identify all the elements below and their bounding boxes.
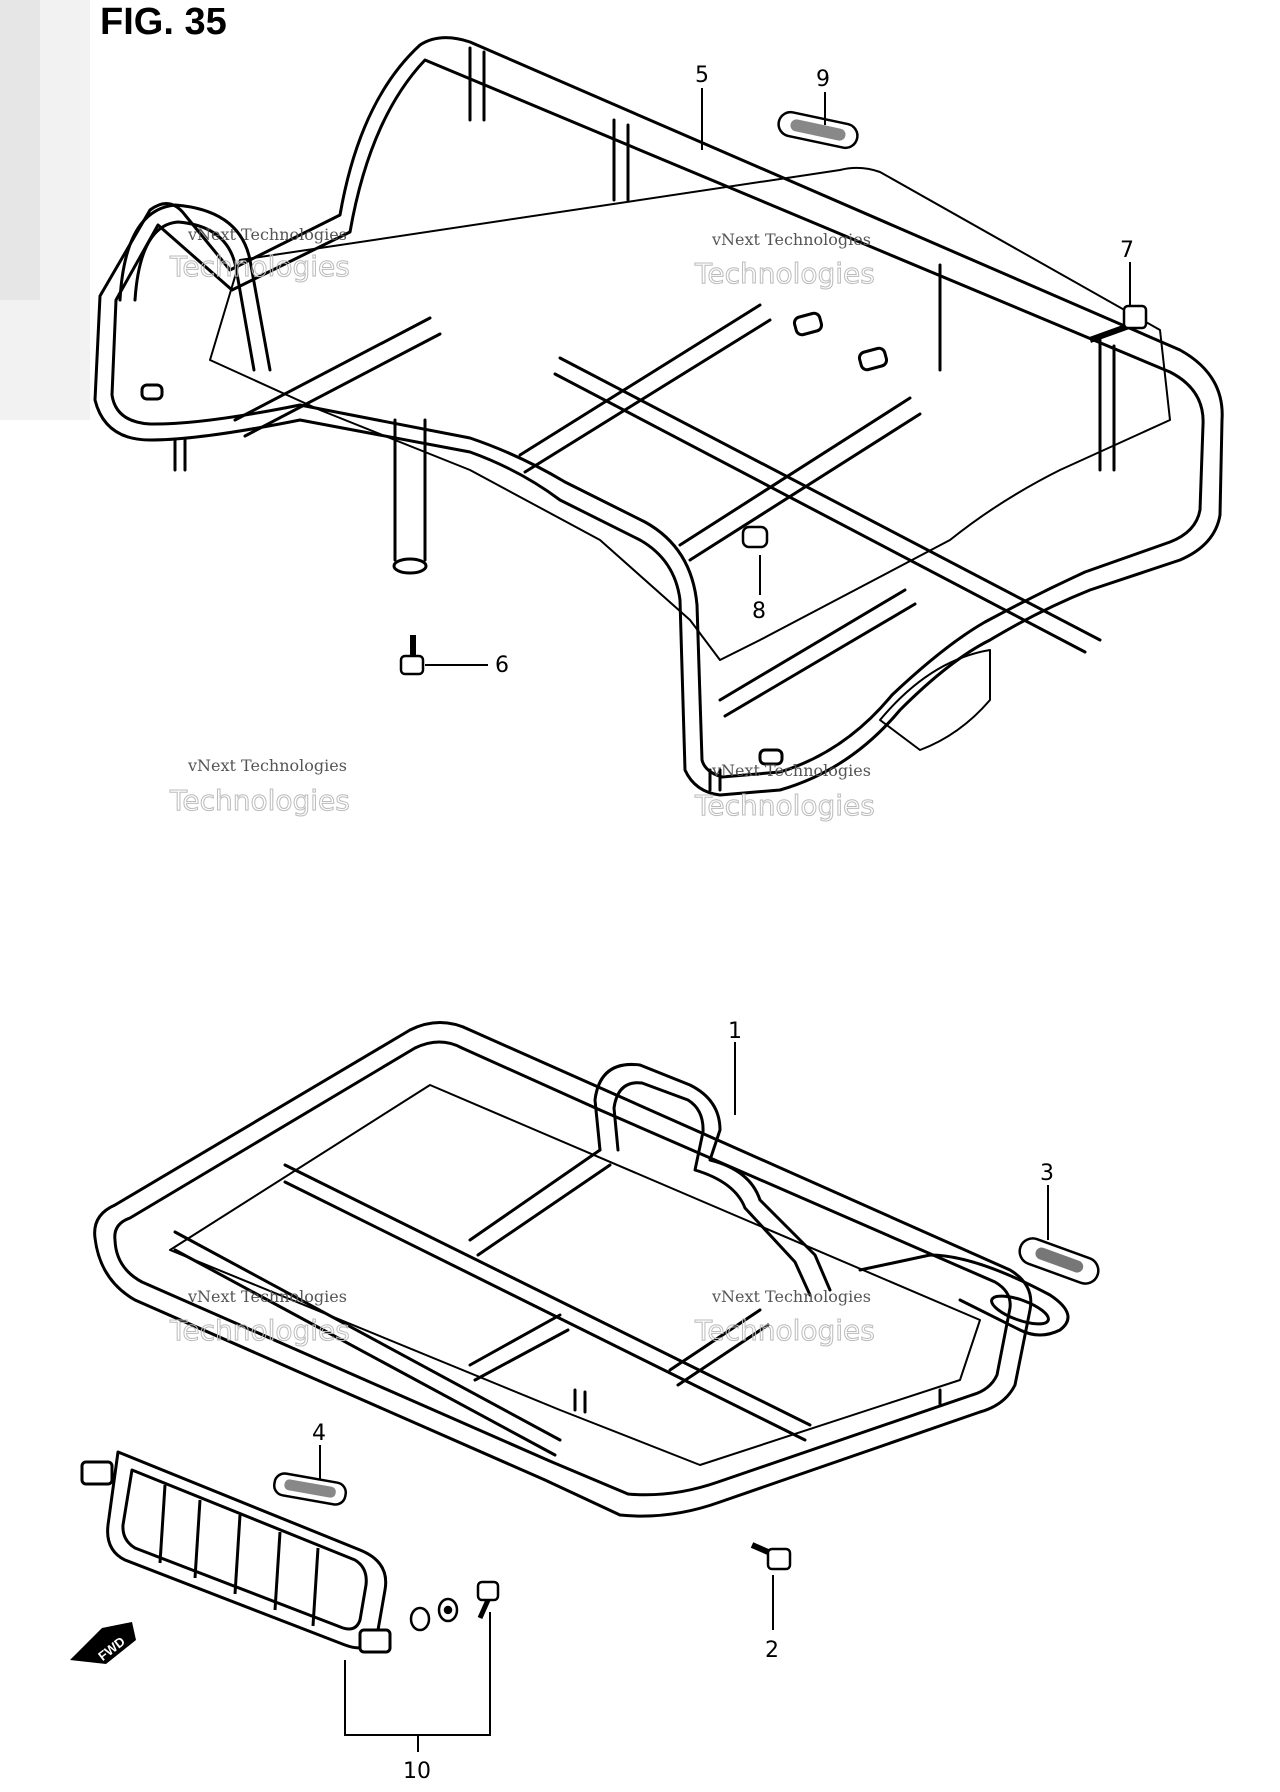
front-carrier-rack (93, 1021, 1070, 1518)
rear-carrier-rack (93, 36, 1224, 797)
bolt-part-6 (399, 635, 425, 676)
watermark-text: vNext Technologies (187, 1287, 347, 1306)
callout-5: 5 (695, 63, 709, 88)
watermark-text: vNext Technologies (711, 1287, 871, 1306)
callout-3: 3 (1040, 1161, 1054, 1186)
watermark-logo: Technologies (169, 1314, 350, 1347)
callout-7: 7 (1120, 238, 1134, 263)
scan-texture (0, 0, 90, 420)
watermark-text: vNext Technologies (711, 230, 871, 249)
callout-10: 10 (403, 1759, 431, 1784)
reflector-part-4 (272, 1472, 348, 1506)
watermark-text: vNext Technologies (711, 761, 871, 780)
callout-4: 4 (312, 1421, 326, 1446)
guard-grille-part-10 (80, 1450, 392, 1654)
callout-2: 2 (765, 1638, 779, 1663)
watermark-logo: Technologies (694, 1314, 875, 1347)
lower-leader-lines (319, 1042, 1049, 1752)
watermark-logo: Technologies (694, 789, 875, 822)
reflector-part-9 (777, 110, 859, 150)
callout-9: 9 (816, 67, 830, 92)
watermark-text: vNext Technologies (187, 756, 347, 775)
bolt-part-2 (750, 1542, 792, 1571)
bolt-part-7 (1088, 304, 1148, 343)
watermark-text: vNext Technologies (187, 225, 347, 244)
guard-fasteners (409, 1580, 500, 1632)
watermark-logo: Technologies (169, 250, 350, 283)
forward-direction-arrow: FWD (70, 1622, 136, 1664)
nut-part-8 (741, 525, 769, 549)
upper-leader-lines (425, 88, 1131, 666)
watermarks: vNext Technologies Technologies vNext Te… (169, 225, 876, 1348)
figure-title: FIG. 35 (100, 1, 227, 43)
callout-8: 8 (752, 599, 766, 624)
watermark-logo: Technologies (694, 257, 875, 290)
callout-1: 1 (728, 1019, 742, 1044)
reflector-part-3 (1018, 1237, 1100, 1285)
watermark-logo: Technologies (169, 784, 350, 817)
callout-6: 6 (495, 653, 509, 678)
